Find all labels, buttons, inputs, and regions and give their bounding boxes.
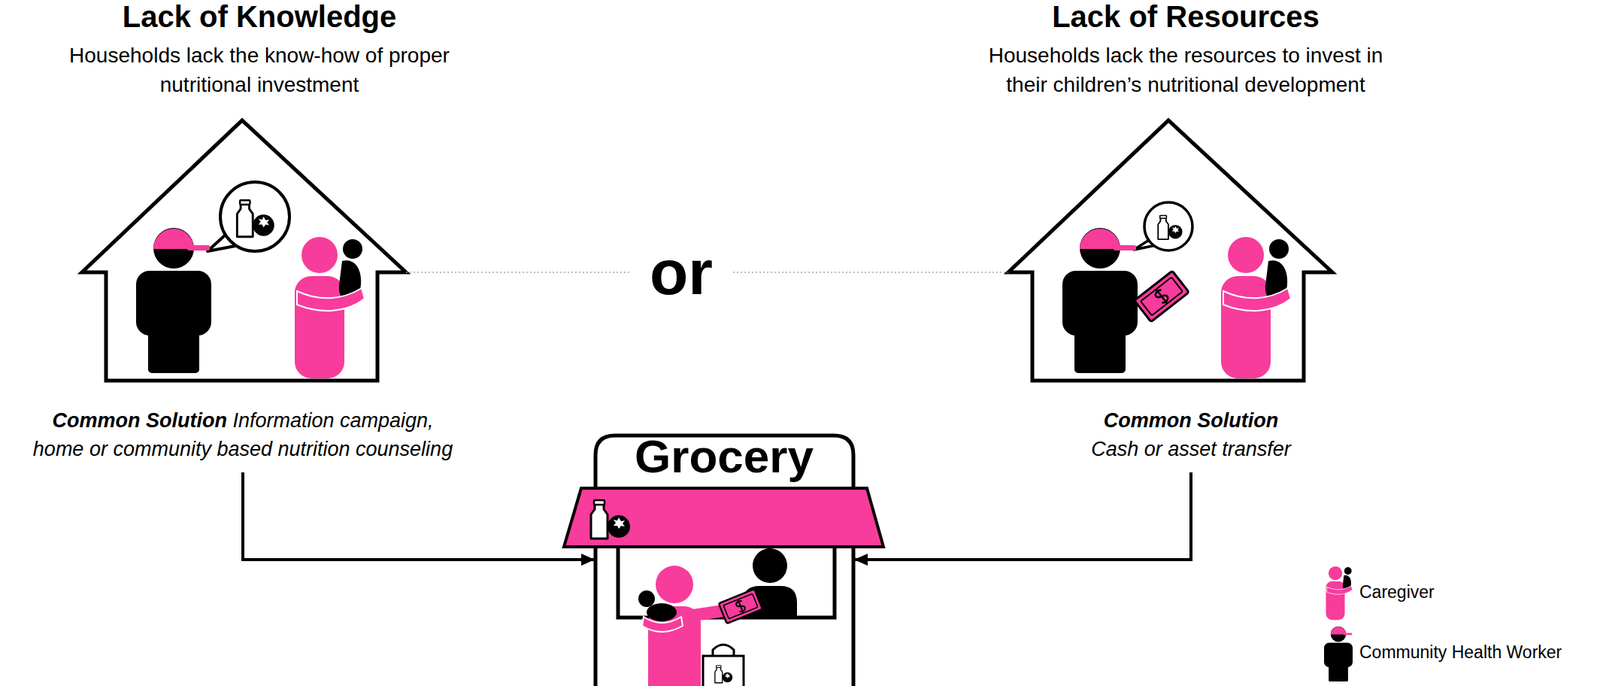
legend-icons [1324,566,1353,682]
arrow-connector [854,472,1191,560]
edge-label: or [630,240,733,304]
legend-health-worker-icon [1324,626,1353,682]
legend-caregiver-icon [1325,566,1352,620]
problem-house: Lack of KnowledgeHouseholds lack the kno… [0,0,519,473]
house-outline [81,120,407,381]
legend-entry: Community Health Worker [1359,641,1562,663]
node-text: Households lack the resources to invest … [988,43,1384,97]
node-text: Common Solution [51,409,227,432]
legend-text: Caregiver [1359,581,1435,602]
house-outline [1008,120,1333,381]
house-outline [1008,120,1333,381]
node-heading: Grocery [634,430,814,482]
text-group: Households lack the resources to invest … [975,40,1397,100]
arrow-connector [242,472,594,560]
legend-text: Community Health Worker [1359,642,1562,662]
node-text: Cash or asset transfer [980,434,1402,464]
problem-house: Lack of ResourcesHouseholds lack the res… [926,0,1446,473]
grocery-store: Grocery [593,433,855,686]
text-group: Common SolutionCash or asset transfer [980,406,1402,464]
store-awning [563,487,884,547]
node-text: Households lack the know-how of proper n… [69,43,450,97]
node-text: Common Solution [980,406,1402,435]
text-group: Lack of Knowledge [26,0,493,34]
text-group: Lack of Resources [952,0,1419,34]
node-heading: Lack of Resources [1051,0,1320,34]
legend-entry: Caregiver [1359,581,1435,603]
store-window [618,546,835,618]
node-heading: Lack of Knowledge [122,0,397,34]
house-outline [81,120,407,381]
text-group: Households lack the know-how of proper n… [48,40,470,100]
text-group: Common SolutionInformation campaign, hom… [28,406,458,464]
text-group: Grocery [596,430,852,482]
